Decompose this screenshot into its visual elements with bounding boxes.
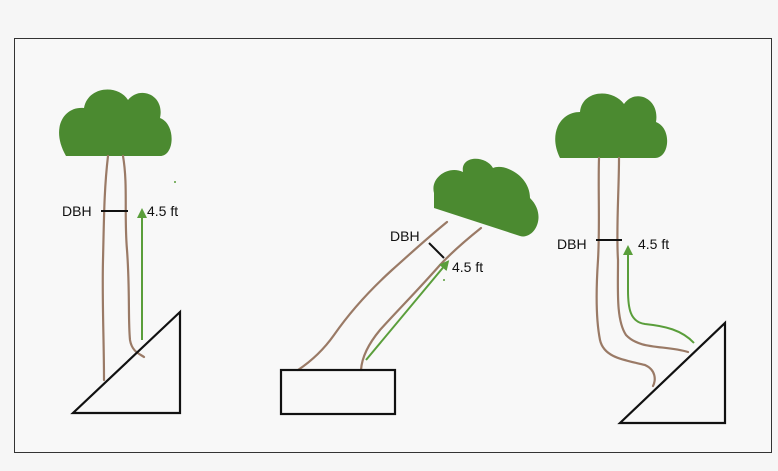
tree-2-height-arrow — [365, 260, 450, 361]
tree-1-straight-on-slope: DBH 4.5 ft — [59, 89, 182, 415]
tree-1-speck — [174, 181, 176, 183]
tree-3-dbh-label: DBH — [557, 236, 587, 252]
tree-3-height-arrow — [623, 245, 695, 344]
tree-2-trunk — [296, 220, 483, 372]
tree-3-curved-on-slope: DBH 4.5 ft — [555, 93, 727, 425]
tree-1-dbh-label: DBH — [62, 203, 92, 219]
tree-3-canopy — [555, 93, 668, 158]
tree-2-dbh-line — [428, 242, 445, 259]
tree-2-height-label: 4.5 ft — [452, 259, 483, 275]
tree-2-ground-block — [279, 368, 397, 416]
tree-1-height-label: 4.5 ft — [147, 203, 178, 219]
tree-3-trunk — [595, 156, 690, 388]
tree-2-canopy — [433, 158, 539, 237]
tree-1-trunk — [101, 154, 146, 382]
tree-3-slope — [617, 320, 727, 425]
tree-3-height-label: 4.5 ft — [638, 236, 669, 252]
tree-2-leaning-on-flat: DBH 4.5 ft — [279, 158, 539, 416]
tree-1-canopy — [59, 89, 172, 156]
tree-2-dbh-label: DBH — [390, 228, 420, 244]
tree-1-slope — [70, 309, 182, 415]
tree-2-speck — [443, 279, 445, 281]
